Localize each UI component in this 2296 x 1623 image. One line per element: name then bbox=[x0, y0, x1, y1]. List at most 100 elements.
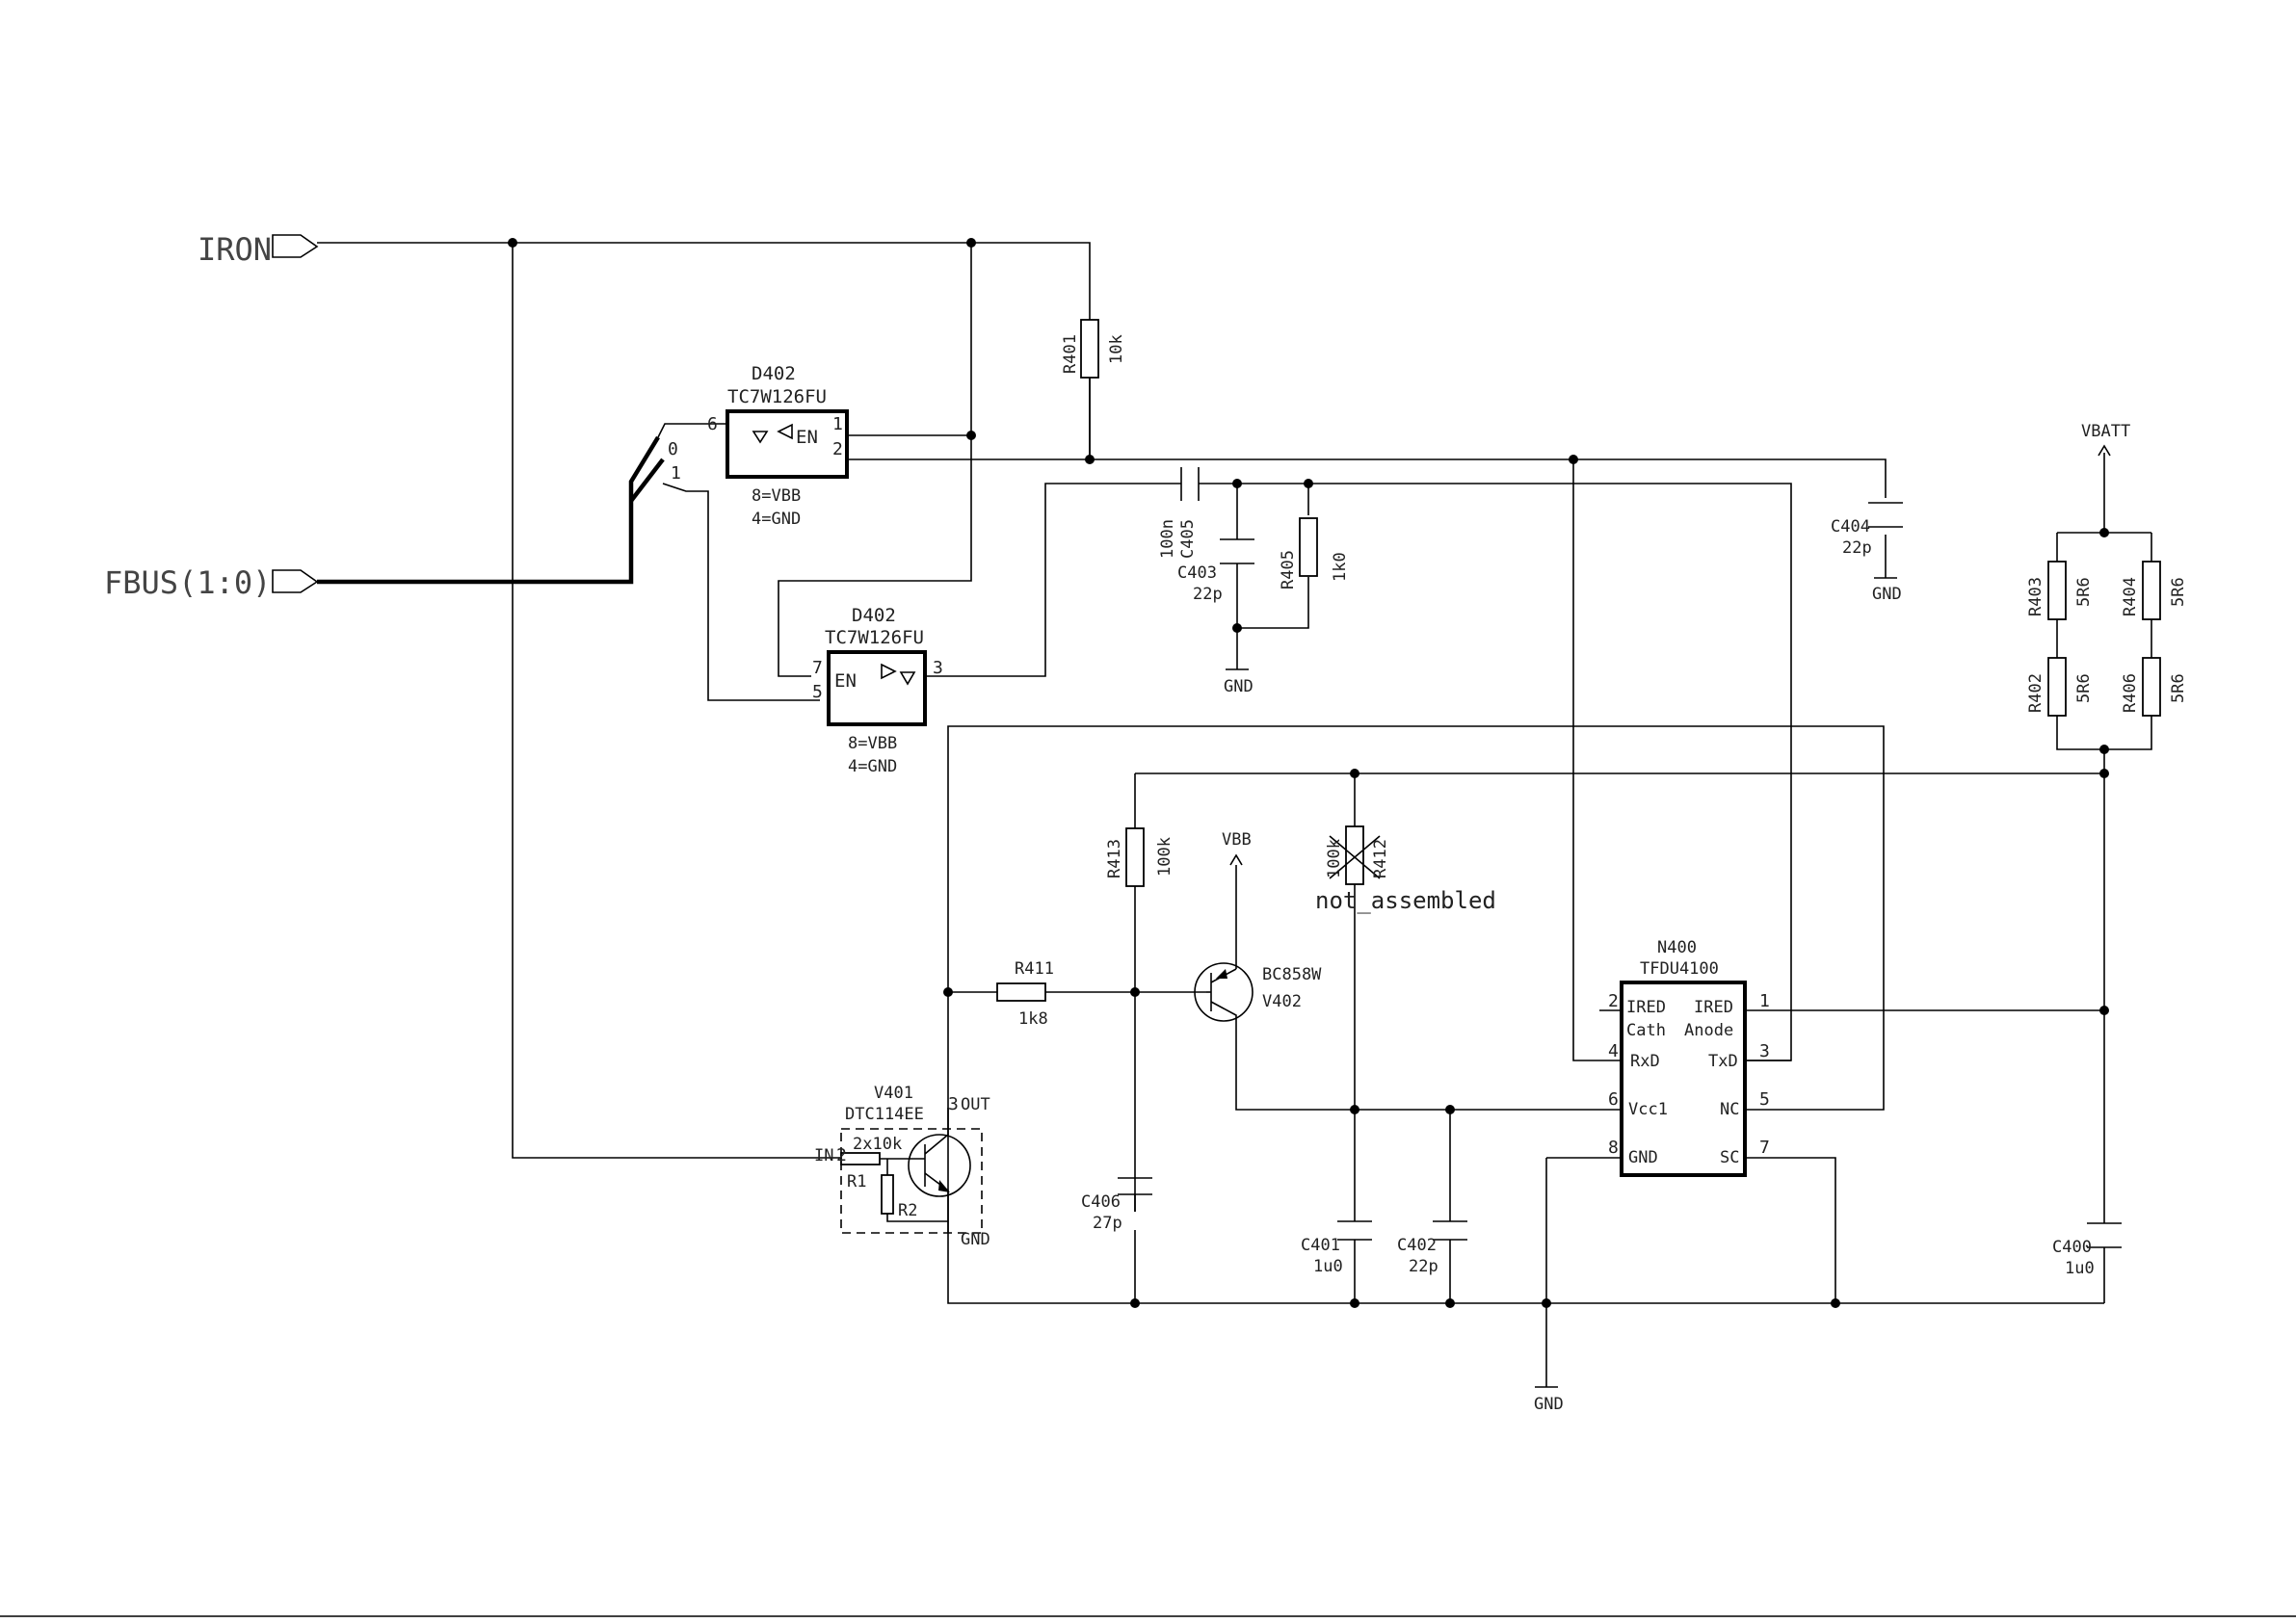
c406-value: 27p bbox=[1093, 1214, 1122, 1233]
c403-capacitor: C403 22p bbox=[1177, 538, 1254, 604]
vbb-label: VBB bbox=[1222, 830, 1252, 850]
r401-resistor: R401 10k bbox=[1061, 319, 1126, 379]
n400-ir-transceiver: N400 TFDU4100 IRED Cath IRED Anode RxD T… bbox=[1599, 938, 1770, 1177]
gnd-label-c403: GND bbox=[1224, 677, 1254, 696]
r402-ref: R402 bbox=[2026, 673, 2045, 713]
c406-capacitor: C406 27p bbox=[1081, 1177, 1152, 1233]
n400-pin5-num: 5 bbox=[1759, 1089, 1770, 1110]
c404-ref: C404 bbox=[1831, 517, 1870, 537]
vbatt-label: VBATT bbox=[2081, 422, 2130, 441]
r412-value: 100k bbox=[1325, 839, 1344, 878]
v401-digital-transistor: V401 DTC114EE 2x10k R1 R2 IN 2 3 OUT GND bbox=[814, 1084, 990, 1249]
n400-pin2-num: 2 bbox=[1608, 991, 1619, 1011]
n400-pin6-name: Vcc1 bbox=[1628, 1100, 1668, 1119]
c400-ref: C400 bbox=[2052, 1238, 2092, 1257]
v401-out-label: OUT bbox=[961, 1095, 990, 1114]
r404-value: 5R6 bbox=[2169, 577, 2188, 607]
r404-resistor: R404 5R6 bbox=[2121, 561, 2188, 620]
vbb-rail: VBB bbox=[1222, 830, 1252, 866]
v402-ref: V402 bbox=[1262, 992, 1302, 1011]
r406-value: 5R6 bbox=[2169, 673, 2188, 703]
c400-value: 1u0 bbox=[2065, 1259, 2095, 1278]
r413-value: 100k bbox=[1155, 837, 1174, 877]
n400-pin4-name: RxD bbox=[1630, 1052, 1660, 1071]
n400-pin5-name: NC bbox=[1720, 1100, 1739, 1119]
r412-resistor-not-assembled: 100k R412 not_assembled bbox=[1315, 825, 1496, 914]
d402b-supply-gnd: 4=GND bbox=[848, 757, 897, 776]
d402a-supply-gnd: 4=GND bbox=[752, 510, 801, 529]
gnd-symbol-c403: GND bbox=[1224, 668, 1254, 696]
v401-resistors: 2x10k bbox=[853, 1135, 902, 1154]
c401-ref: C401 bbox=[1301, 1236, 1340, 1255]
r405-ref: R405 bbox=[1279, 550, 1298, 589]
r413-ref: R413 bbox=[1105, 839, 1124, 878]
r411-value: 1k8 bbox=[1018, 1009, 1048, 1029]
iron-port: IRON bbox=[198, 231, 319, 268]
v402-transistor: BC858W V402 bbox=[1194, 962, 1322, 1029]
n400-pin3-name: TxD bbox=[1708, 1052, 1738, 1071]
c400-capacitor: C400 1u0 bbox=[2052, 1222, 2122, 1278]
v401-part: DTC114EE bbox=[845, 1105, 924, 1124]
n400-pin8-num: 8 bbox=[1608, 1138, 1619, 1158]
r406-resistor: R406 5R6 bbox=[2121, 657, 2188, 717]
d402a-ref: D402 bbox=[752, 363, 796, 384]
d402-buffer-upper: D402 TC7W126FU EN 6 1 2 8=VBB 4=GND 0 1 bbox=[668, 363, 849, 529]
r404-ref: R404 bbox=[2121, 577, 2140, 616]
r402-value: 5R6 bbox=[2074, 673, 2094, 703]
n400-pin8-name: GND bbox=[1628, 1148, 1658, 1167]
r411-ref: R411 bbox=[1015, 959, 1054, 979]
r403-ref: R403 bbox=[2026, 577, 2045, 616]
c403-value: 22p bbox=[1193, 585, 1223, 604]
r401-value: 10k bbox=[1107, 334, 1126, 364]
vbatt-rail: VBATT bbox=[2081, 422, 2130, 457]
c404-capacitor: C404 22p GND bbox=[1831, 502, 1903, 604]
fbus-port: FBUS(1:0) bbox=[104, 564, 319, 601]
r402-resistor: R402 5R6 bbox=[2026, 657, 2094, 717]
c405-value: 100n bbox=[1158, 519, 1177, 559]
v402-part: BC858W bbox=[1262, 965, 1322, 984]
junction-dots bbox=[508, 238, 2109, 1308]
n400-ref: N400 bbox=[1657, 938, 1697, 957]
d402b-en-label: EN bbox=[834, 670, 857, 692]
gnd-symbol-main: GND bbox=[1534, 1386, 1564, 1414]
gnd-label-main: GND bbox=[1534, 1395, 1564, 1414]
v401-r2-label: R2 bbox=[898, 1201, 917, 1220]
fbus-port-label: FBUS(1:0) bbox=[104, 564, 271, 601]
d402b-ref: D402 bbox=[852, 605, 896, 626]
n400-pin3-num: 3 bbox=[1759, 1041, 1770, 1061]
c402-ref: C402 bbox=[1397, 1236, 1437, 1255]
r406-ref: R406 bbox=[2121, 673, 2140, 713]
n400-pin2-name: IRED bbox=[1626, 998, 1666, 1017]
n400-pin2-name-b: Cath bbox=[1626, 1021, 1666, 1040]
d402b-supply-vbb: 8=VBB bbox=[848, 734, 897, 753]
r403-resistor: R403 5R6 bbox=[2026, 561, 2094, 620]
n400-pin1-num: 1 bbox=[1759, 991, 1770, 1011]
d402a-en-label: EN bbox=[796, 427, 818, 448]
d402a-pin-out: 6 bbox=[707, 414, 718, 434]
d402a-pin-in: 1 bbox=[832, 414, 843, 434]
c401-capacitor: C401 1u0 bbox=[1301, 1220, 1372, 1276]
n400-pin7-num: 7 bbox=[1759, 1138, 1770, 1158]
r413-resistor: R413 100k bbox=[1105, 827, 1174, 887]
d402b-pin-en: 7 bbox=[812, 658, 823, 678]
v401-ref: V401 bbox=[874, 1084, 913, 1103]
fbus-tap-bit0: 0 bbox=[668, 439, 678, 459]
n400-pin4-num: 4 bbox=[1608, 1041, 1619, 1061]
v401-r1-label: R1 bbox=[847, 1172, 866, 1191]
d402b-pin-in: 5 bbox=[812, 682, 823, 702]
d402-buffer-lower: D402 TC7W126FU EN 7 5 3 8=VBB 4=GND bbox=[812, 605, 943, 776]
d402a-part: TC7W126FU bbox=[727, 386, 827, 407]
c405-ref: C405 bbox=[1178, 519, 1198, 559]
r405-resistor: R405 1k0 bbox=[1279, 517, 1350, 589]
wires bbox=[317, 242, 2152, 1387]
c405-capacitor: 100n C405 bbox=[1158, 467, 1200, 559]
fbus-tap-bit1: 1 bbox=[671, 463, 681, 484]
gnd-label-c404: GND bbox=[1872, 585, 1902, 604]
v401-out-pin: 3 bbox=[948, 1094, 959, 1114]
c406-ref: C406 bbox=[1081, 1192, 1121, 1212]
iron-port-label: IRON bbox=[198, 231, 272, 268]
n400-pin7-name: SC bbox=[1720, 1148, 1739, 1167]
c403-ref: C403 bbox=[1177, 563, 1217, 583]
c402-value: 22p bbox=[1409, 1257, 1438, 1276]
